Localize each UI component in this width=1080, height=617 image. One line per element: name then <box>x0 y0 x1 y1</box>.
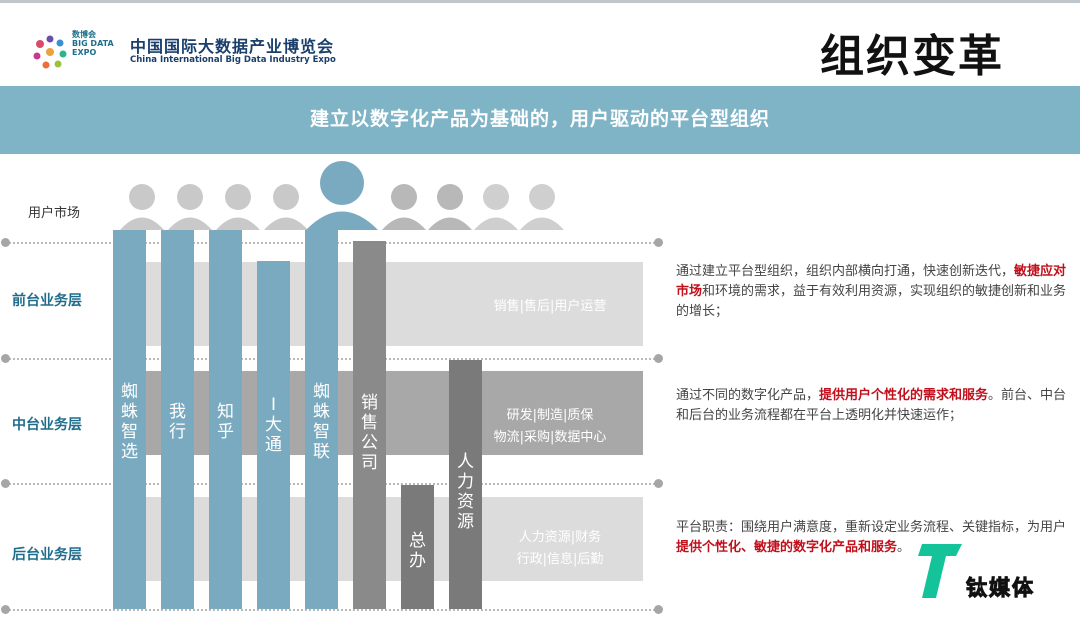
guide-dot <box>654 354 663 363</box>
column-label-text: 我行 <box>169 402 186 442</box>
description-middle: 通过不同的数字化产品，提供用户个性化的需求和服务。前台、中台和后台的业务流程都在… <box>676 386 1074 426</box>
band-line: 行政|信息|后勤 <box>516 552 604 567</box>
band-back-text: 人力资源|财务 行政|信息|后勤 <box>490 527 630 571</box>
column-label: 知乎 <box>209 402 242 442</box>
guide-dot <box>1 238 10 247</box>
guide-line <box>6 609 658 611</box>
guide-dot <box>1 354 10 363</box>
column-label-text: 蜘蛛智联 <box>313 382 330 462</box>
column-label: 蜘蛛智选 <box>113 382 146 462</box>
layer-label-middle: 中台业务层 <box>12 417 82 433</box>
guide-dot <box>1 605 10 614</box>
top-border <box>0 0 1080 3</box>
user-avatar-icon <box>216 184 260 230</box>
column-label: 销售公司 <box>353 393 386 473</box>
column-label-text: 销售公司 <box>361 393 378 473</box>
desc-highlight: 敏捷应对市场 <box>676 264 1067 299</box>
band-line: 物流|采购|数据中心 <box>493 430 607 445</box>
column-wohang: 我行 <box>161 230 194 609</box>
logo-small-line: BIG DATA <box>72 39 114 48</box>
desc-text: 平台职责：围绕用户满意度，重新设定业务流程、关键指标，为用户 <box>676 520 1067 535</box>
description-back: 平台职责：围绕用户满意度，重新设定业务流程、关键指标，为用户提供个性化、敏捷的数… <box>676 518 1074 558</box>
tmtpost-watermark-icon <box>918 544 962 598</box>
column-label-text: 蜘蛛智选 <box>121 382 138 462</box>
desc-text: 通过建立平台型组织，组织内部横向打通，快速创新迭代， <box>676 264 1015 279</box>
expo-logo-icon <box>33 35 67 69</box>
guide-dot <box>654 479 663 488</box>
desc-highlight: 提供用户个性化的需求和服务 <box>819 388 989 403</box>
logo-small-text: 数博会 BIG DATA EXPO <box>72 30 114 57</box>
user-avatar-icon <box>428 184 472 230</box>
column-zhihu: 知乎 <box>209 230 242 609</box>
user-market-label: 用户市场 <box>28 206 81 221</box>
banner <box>0 86 1080 154</box>
band-middle-text: 研发|制造|质保 物流|采购|数据中心 <box>470 405 630 449</box>
user-avatar-icon <box>474 184 518 230</box>
column-label: 人力资源 <box>449 452 482 532</box>
description-front: 通过建立平台型组织，组织内部横向打通，快速创新迭代，敏捷应对市场和环境的需求，益… <box>676 262 1074 322</box>
desc-highlight: 提供个性化、敏捷的数字化产品和服务 <box>676 540 898 555</box>
desc-text: 和环境的需求，益于有效利用资源，实现组织的敏捷创新和业务的增长； <box>676 284 1067 319</box>
band-line: 人力资源|财务 <box>518 530 602 545</box>
user-avatar-highlight-icon <box>306 161 378 230</box>
guide-dot <box>654 238 663 247</box>
guide-dot <box>654 605 663 614</box>
column-label: 我行 <box>161 402 194 442</box>
desc-text: 通过不同的数字化产品， <box>676 388 820 403</box>
user-avatar-icon <box>168 184 212 230</box>
user-crowd-illustration <box>120 161 564 230</box>
logo-title-cn: 中国国际大数据产业博览会 <box>130 37 335 56</box>
user-avatar-icon <box>120 184 164 230</box>
column-label-text: 总办 <box>409 531 426 571</box>
logo-title-en: China International Big Data Industry Ex… <box>130 55 336 65</box>
column-human-resources: 人力资源 <box>449 360 482 609</box>
user-avatar-icon <box>264 184 308 230</box>
desc-text: 。前台、中台和后台的业务流程都在平台上透明化并快速运作； <box>676 388 1067 423</box>
watermark-text: 钛媒体 <box>966 576 1035 601</box>
logo-small-line: EXPO <box>72 48 97 57</box>
column-label-text: 人力资源 <box>457 452 474 532</box>
column-general-office: 总办 <box>401 485 434 609</box>
user-avatar-icon <box>520 184 564 230</box>
band-front-text: 销售|售后|用户运营 <box>470 296 630 318</box>
column-label-text: 知乎 <box>217 402 234 442</box>
layer-label-front: 前台业务层 <box>12 293 82 309</box>
band-line: 研发|制造|质保 <box>506 408 594 423</box>
column-label: 总办 <box>401 531 434 571</box>
guide-dot <box>1 479 10 488</box>
layer-label-back: 后台业务层 <box>12 547 82 563</box>
desc-text: 。 <box>897 540 911 555</box>
column-spider-select: 蜘蛛智选 <box>113 230 146 609</box>
column-sales-company: 销售公司 <box>353 241 386 609</box>
column-label: 蜘蛛智联 <box>305 382 338 462</box>
band-line: 销售|售后|用户运营 <box>493 299 607 314</box>
page-title: 组织变革 <box>820 31 1004 82</box>
banner-text: 建立以数字化产品为基础的，用户驱动的平台型组织 <box>309 108 770 130</box>
logo-small-line: 数博会 <box>72 30 96 39</box>
user-avatar-icon <box>382 184 426 230</box>
column-spider-lianlian: 蜘蛛智联 <box>305 230 338 609</box>
